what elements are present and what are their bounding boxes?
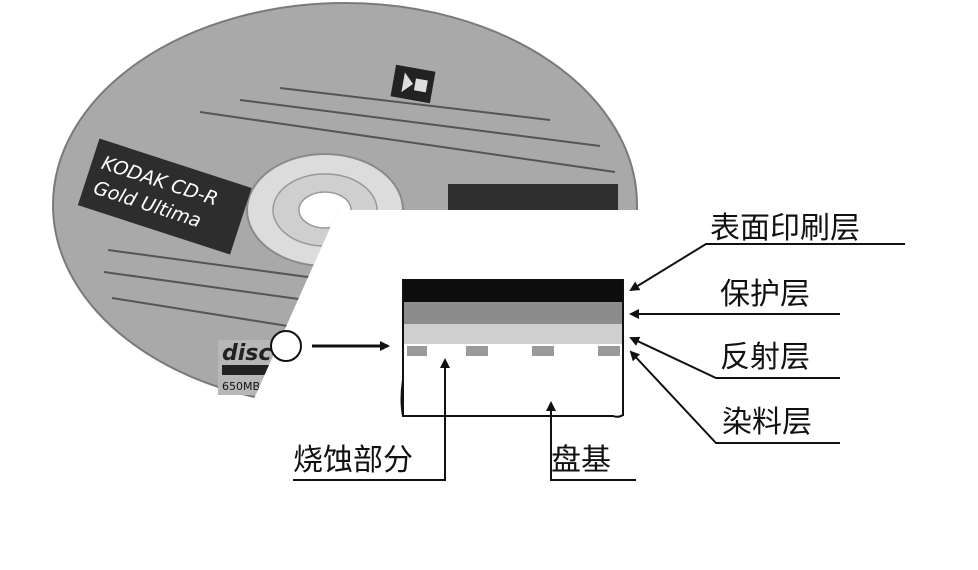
svg-text:disc: disc xyxy=(222,341,271,366)
layer-protective xyxy=(403,302,623,324)
label-dye-group: 染料层 xyxy=(629,350,840,444)
layer-surface-print xyxy=(403,280,623,302)
kodak-logo xyxy=(390,64,436,104)
disc-dark-strip xyxy=(448,184,618,210)
disc-label-lines xyxy=(103,87,616,329)
disc-capacity: 650MB 74 xyxy=(222,380,278,393)
label-burned: 烧蚀部分 xyxy=(293,443,413,478)
label-protective-group: 保护层 xyxy=(629,277,840,319)
label-surface-print: 表面印刷层 xyxy=(710,211,860,246)
cross-section xyxy=(400,279,624,418)
label-substrate-group: 盘基 xyxy=(546,401,636,481)
label-reflective: 反射层 xyxy=(720,340,810,375)
label-dye: 染料层 xyxy=(722,405,812,440)
disc-logo: disc 650MB 74 xyxy=(218,340,278,395)
label-substrate: 盘基 xyxy=(551,443,611,478)
label-reflective-group: 反射层 xyxy=(629,336,840,379)
label-surface-print-group: 表面印刷层 xyxy=(629,211,905,292)
label-burned-group: 烧蚀部分 xyxy=(293,358,450,481)
layer-reflective xyxy=(403,324,623,344)
magnifier-circle xyxy=(270,330,302,362)
label-protective: 保护层 xyxy=(720,277,810,312)
burned-pits xyxy=(407,346,620,356)
